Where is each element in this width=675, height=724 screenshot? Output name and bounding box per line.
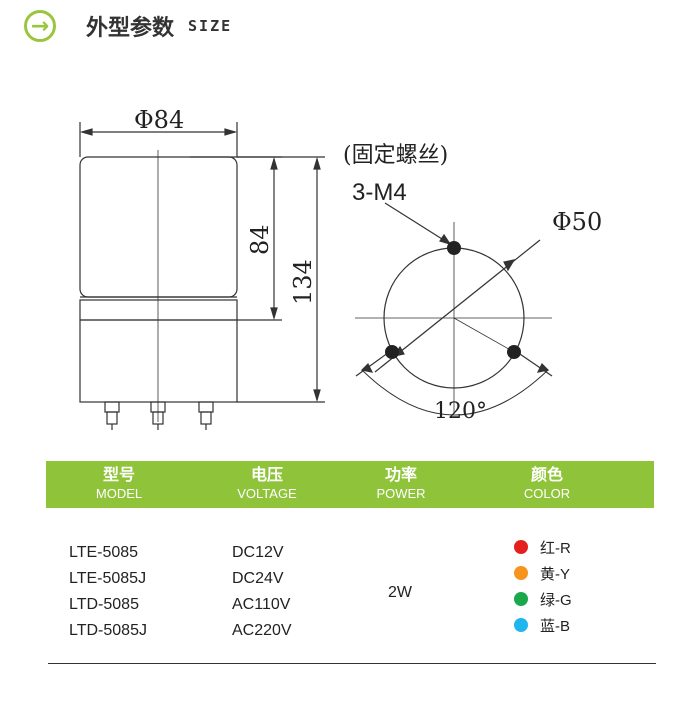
color-item: 黄-Y [514, 560, 572, 586]
model-item: LTD-5085J [69, 622, 147, 639]
dim-84-arrow-bottom [270, 307, 278, 321]
color-item: 蓝-B [514, 612, 572, 638]
model-item: LTE-5085J [69, 570, 147, 587]
lamp-band [79, 299, 238, 321]
lamp-base [79, 319, 238, 403]
header-power: 功率 POWER [376, 465, 426, 501]
color-dot-red [514, 540, 528, 554]
model-item: LTD-5085 [69, 596, 139, 613]
arrow-right-circle-icon: → [24, 10, 56, 42]
bolt-circle-arrow-top [503, 259, 516, 272]
terminal-left [104, 401, 120, 430]
header-model: 型号 MODEL [95, 465, 143, 501]
terminal-right [198, 401, 214, 430]
model-item: LTE-5085 [69, 544, 139, 561]
screw-spec-label: 3-M4 [352, 179, 407, 206]
dim-width-arrow-left [79, 128, 93, 136]
screw-hole-top [447, 241, 461, 255]
angle-label: 120° [434, 399, 487, 424]
table-bottom-rule [48, 663, 656, 664]
section-title-en: SIZE [188, 17, 233, 35]
voltage-item: DC24V [232, 570, 284, 587]
dim-84-arrow-top [270, 156, 278, 170]
angle-arc [361, 369, 549, 416]
color-item: 绿-G [514, 586, 572, 612]
dimension-drawing: Φ84 84 134 (固定螺丝) 3-M4 Φ50 120° [79, 106, 602, 430]
color-item: 红-R [514, 534, 572, 560]
power-value: 2W [388, 584, 412, 601]
model-list: LTE-5085 LTE-5085J LTD-5085 LTD-5085J [69, 540, 147, 644]
bolt-circle-label: Φ50 [552, 208, 602, 236]
voltage-item: AC220V [232, 622, 292, 639]
voltage-list: DC12V DC24V AC110V AC220V [232, 540, 292, 644]
header-color: 颜色 COLOR [523, 465, 571, 501]
screw-hole-right [507, 345, 521, 359]
section-title-cn: 外型参数 [86, 16, 175, 41]
section-header: → 外型参数 SIZE [24, 6, 232, 46]
screw-hole-left [385, 345, 399, 359]
color-dot-blue [514, 618, 528, 632]
voltage-item: AC110V [232, 596, 291, 613]
dim-134-label: 134 [289, 259, 317, 305]
lamp-dome [79, 156, 238, 298]
spec-table-header: 型号 MODEL 电压 VOLTAGE 功率 POWER 颜色 COLOR [46, 461, 654, 508]
dim-134-arrow-top [313, 156, 321, 170]
dim-134-arrow-bottom [313, 389, 321, 403]
header-voltage: 电压 VOLTAGE [237, 465, 297, 501]
color-dot-green [514, 592, 528, 606]
dim-84-label: 84 [246, 224, 274, 255]
color-dot-yellow [514, 566, 528, 580]
color-list: 红-R 黄-Y 绿-G 蓝-B [514, 534, 572, 638]
dim-width-arrow-right [224, 128, 238, 136]
dim-width-label: Φ84 [134, 106, 184, 134]
terminal-middle [150, 401, 166, 430]
voltage-item: DC12V [232, 544, 284, 561]
screw-note-label: (固定螺丝) [343, 143, 448, 168]
screw-leader [384, 202, 451, 245]
